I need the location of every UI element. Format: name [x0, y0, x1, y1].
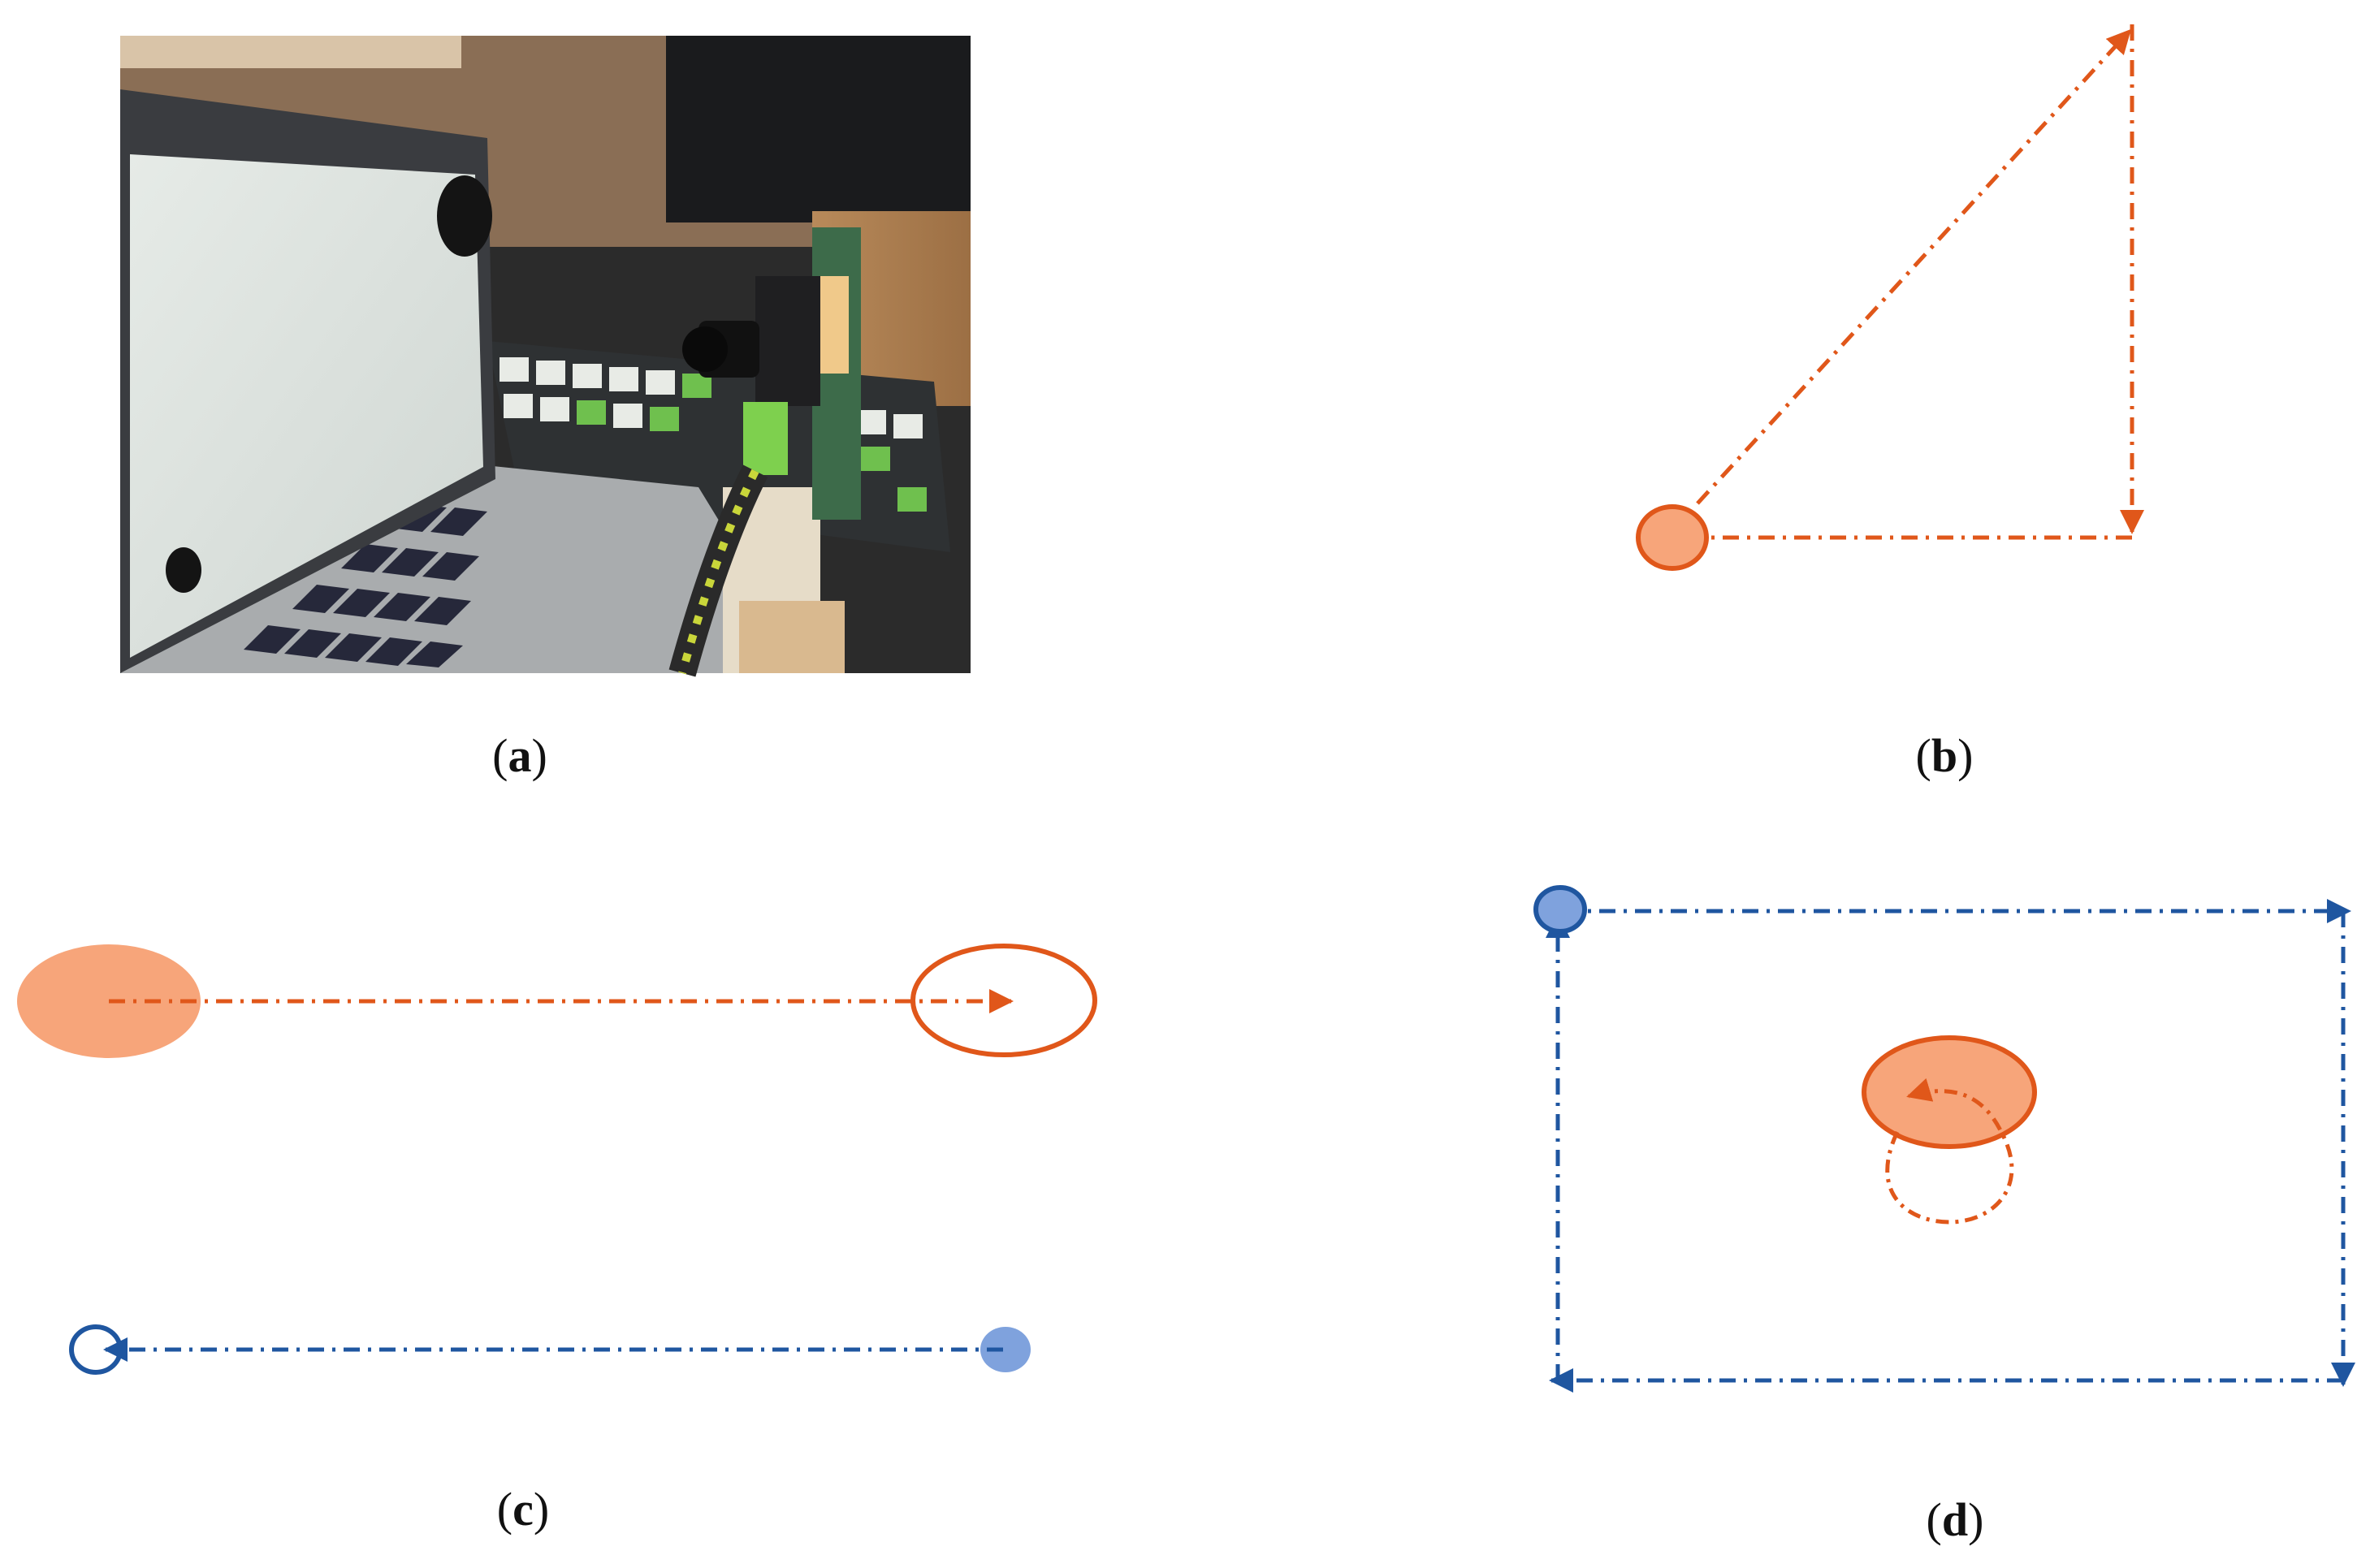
path-b-diagonal — [1696, 28, 2132, 505]
gaze-end-c-orange — [910, 944, 1097, 1057]
gaze-end-c-blue — [69, 1324, 123, 1375]
gaze-start-c-blue — [980, 1327, 1031, 1372]
target-dot-bottom — [166, 547, 201, 593]
laptop-keys — [244, 503, 487, 667]
panel-a-photo — [120, 36, 971, 677]
caption-d: (d) — [1927, 1493, 1984, 1546]
panel-d-diagram — [1533, 885, 2355, 1393]
usb-connector — [743, 402, 788, 475]
camera-body — [755, 276, 820, 406]
laptop-screen — [130, 154, 483, 658]
target-dot-top — [437, 175, 492, 257]
caption-b: (b) — [1916, 729, 1974, 782]
panel-c-diagram — [17, 944, 1097, 1375]
caption-a: (a) — [492, 729, 547, 782]
path-d-loop — [1885, 1078, 2014, 1225]
monitor-back — [666, 36, 971, 222]
caption-c: (c) — [497, 1483, 549, 1536]
panel-b-diagram — [1636, 24, 2144, 571]
camera-rig — [668, 227, 861, 677]
gaze-point-d-blue — [1533, 885, 1587, 934]
gaze-point-b — [1636, 504, 1709, 571]
